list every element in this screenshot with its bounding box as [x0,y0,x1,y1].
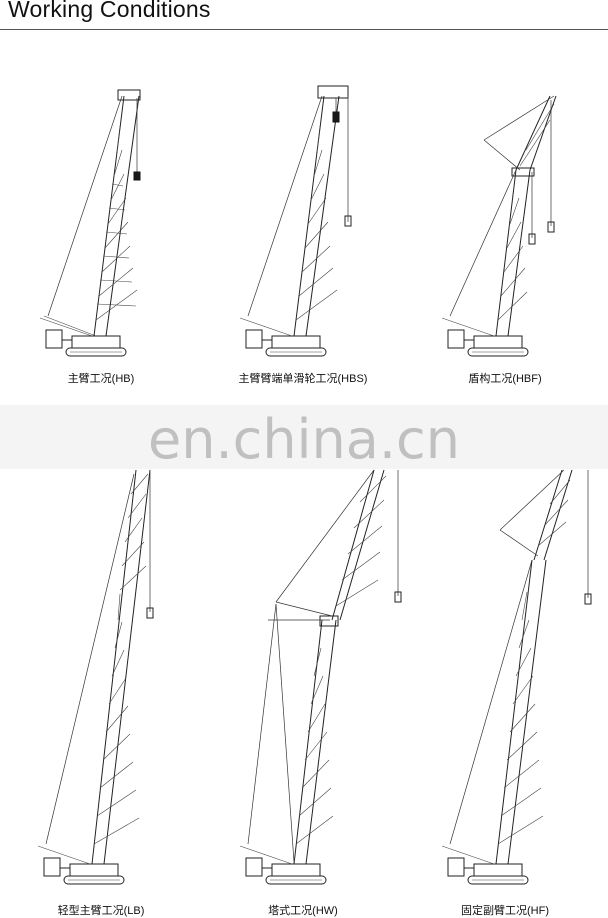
crane-body [441,317,523,349]
crane-tracks [65,347,127,357]
crane-boom [91,469,151,865]
crane-ropes [247,469,402,863]
crane-ropes [449,95,555,317]
condition-caption-hf: 固定副臂工况(HF) [461,905,549,917]
condition-card-hw: 塔式工况(HW) [202,430,404,918]
crane-ropes [45,472,154,845]
header-divider [0,29,608,30]
crane-diagram-hbs [239,85,352,357]
crane-boom [293,85,349,337]
crane-tracks [467,875,529,885]
crane-ropes [449,469,592,845]
condition-card-lb: 轻型主臂工况(LB) [0,430,202,918]
crane-body [239,317,321,349]
page-title: Working Conditions [8,0,211,22]
crane-tracks [467,347,529,357]
condition-card-hf: 固定副臂工况(HF) [404,430,606,918]
condition-card-hbs: 主臂臂端单滑轮工况(HBS) [202,0,404,400]
crane-body [39,315,121,349]
condition-caption-hb: 主臂工况(HB) [67,373,135,385]
crane-ropes [247,95,352,317]
condition-caption-hbf: 盾构工况(HBF) [468,373,542,385]
crane-boom [495,559,547,865]
crane-body [239,845,321,877]
condition-card-hb: 主臂工况(HB) [0,0,202,400]
crane-tracks [265,875,327,885]
crane-ropes [47,95,141,317]
crane-diagram-lb [37,469,154,885]
crane-diagram-hf [441,469,592,885]
crane-diagram-hb [39,89,141,357]
condition-caption-lb: 轻型主臂工况(LB) [57,905,145,917]
condition-card-hbf: 盾构工况(HBF) [404,0,606,400]
crane-jib [331,469,387,621]
crane-body [441,845,523,877]
condition-caption-hbs: 主臂臂端单滑轮工况(HBS) [238,373,368,385]
crane-diagram-hbf [441,95,557,357]
watermark-band [0,405,608,469]
crane-tower [293,615,339,865]
crane-tracks [265,347,327,357]
crane-boom [495,95,557,337]
header: Working Conditions [0,0,608,30]
condition-caption-hw: 塔式工况(HW) [268,905,338,917]
crane-diagram-hw [239,469,402,885]
crane-boom [93,89,141,337]
crane-jib [533,469,573,561]
crane-body [37,845,119,877]
watermark: en.china.cn [148,408,460,471]
crane-tracks [63,875,125,885]
